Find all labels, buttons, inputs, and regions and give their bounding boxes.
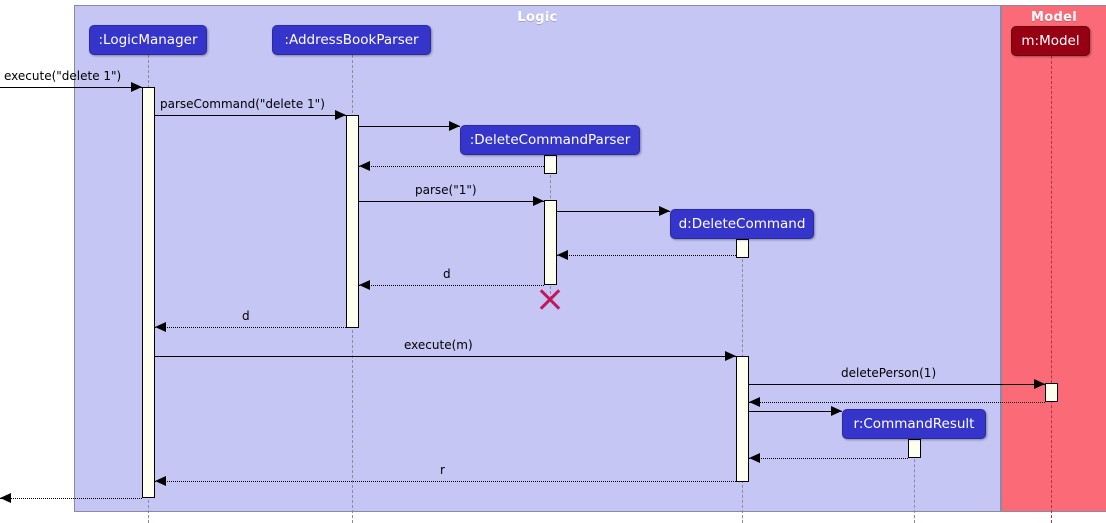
message-label-m11: deletePerson(1) <box>841 366 937 380</box>
message-line-m14 <box>749 458 908 459</box>
act-deletecommand-execute <box>736 356 749 482</box>
act-deletecommandparser-parse <box>544 200 557 285</box>
message-line-m6 <box>557 211 670 212</box>
message-label-m9: d <box>242 309 250 323</box>
participant-commandresult[interactable]: r:CommandResult <box>842 409 986 439</box>
arrowhead-m6 <box>659 206 670 216</box>
arrowhead-m9 <box>155 322 166 332</box>
message-line-m3 <box>359 126 460 127</box>
participant-deletecommandparser[interactable]: :DeleteCommandParser <box>460 125 640 155</box>
act-commandresult-created <box>908 439 921 458</box>
message-line-m10 <box>155 356 736 357</box>
message-label-m5: parse("1") <box>415 183 477 197</box>
frame-model-label: Model <box>1031 10 1077 25</box>
lifeline-commandresult <box>914 439 915 523</box>
destroy-deletecommandparser-icon <box>537 286 563 312</box>
participant-deletecommand[interactable]: d:DeleteCommand <box>670 209 814 239</box>
message-line-m7 <box>557 255 736 256</box>
message-line-m13 <box>749 411 842 412</box>
act-logicmanager <box>142 87 155 498</box>
participant-model[interactable]: m:Model <box>1011 26 1090 56</box>
lifeline-model <box>1051 56 1052 523</box>
participant-addressbookparser[interactable]: :AddressBookParser <box>272 25 431 55</box>
arrowhead-m3 <box>449 121 460 131</box>
message-label-m2: parseCommand("delete 1") <box>160 97 325 111</box>
message-label-m15: r <box>440 463 445 477</box>
arrowhead-m11 <box>1034 379 1045 389</box>
arrowhead-m8 <box>359 280 370 290</box>
arrowhead-m4 <box>359 161 370 171</box>
act-deletecommandparser-created <box>544 155 557 174</box>
frame-model: Model <box>1001 5 1106 512</box>
arrowhead-m15 <box>155 476 166 486</box>
act-deletecommand-created <box>736 239 749 258</box>
act-model-deleteperson <box>1045 383 1058 402</box>
message-line-m4 <box>359 166 544 167</box>
message-line-m11 <box>749 384 1045 385</box>
message-line-m1 <box>0 87 142 88</box>
arrowhead-m2 <box>335 110 346 120</box>
arrowhead-m7 <box>557 250 568 260</box>
message-line-m5 <box>359 201 544 202</box>
arrowhead-m14 <box>749 453 760 463</box>
arrowhead-m5 <box>533 196 544 206</box>
message-line-m16 <box>0 498 142 499</box>
message-line-m15 <box>155 481 736 482</box>
participant-logicmanager[interactable]: :LogicManager <box>89 25 207 55</box>
frame-logic-label: Logic <box>517 10 558 25</box>
arrowhead-m1 <box>131 82 142 92</box>
arrowhead-m10 <box>725 351 736 361</box>
message-line-m2 <box>155 115 346 116</box>
arrowhead-m13 <box>831 406 842 416</box>
message-label-m1: execute("delete 1") <box>4 69 122 83</box>
arrowhead-m16 <box>0 493 11 503</box>
act-addressbookparser <box>346 115 359 328</box>
message-label-m10: execute(m) <box>404 338 473 352</box>
message-label-m8: d <box>443 267 451 281</box>
message-line-m12 <box>749 402 1045 403</box>
arrowhead-m12 <box>749 397 760 407</box>
message-line-m8 <box>359 285 544 286</box>
message-line-m9 <box>155 327 346 328</box>
